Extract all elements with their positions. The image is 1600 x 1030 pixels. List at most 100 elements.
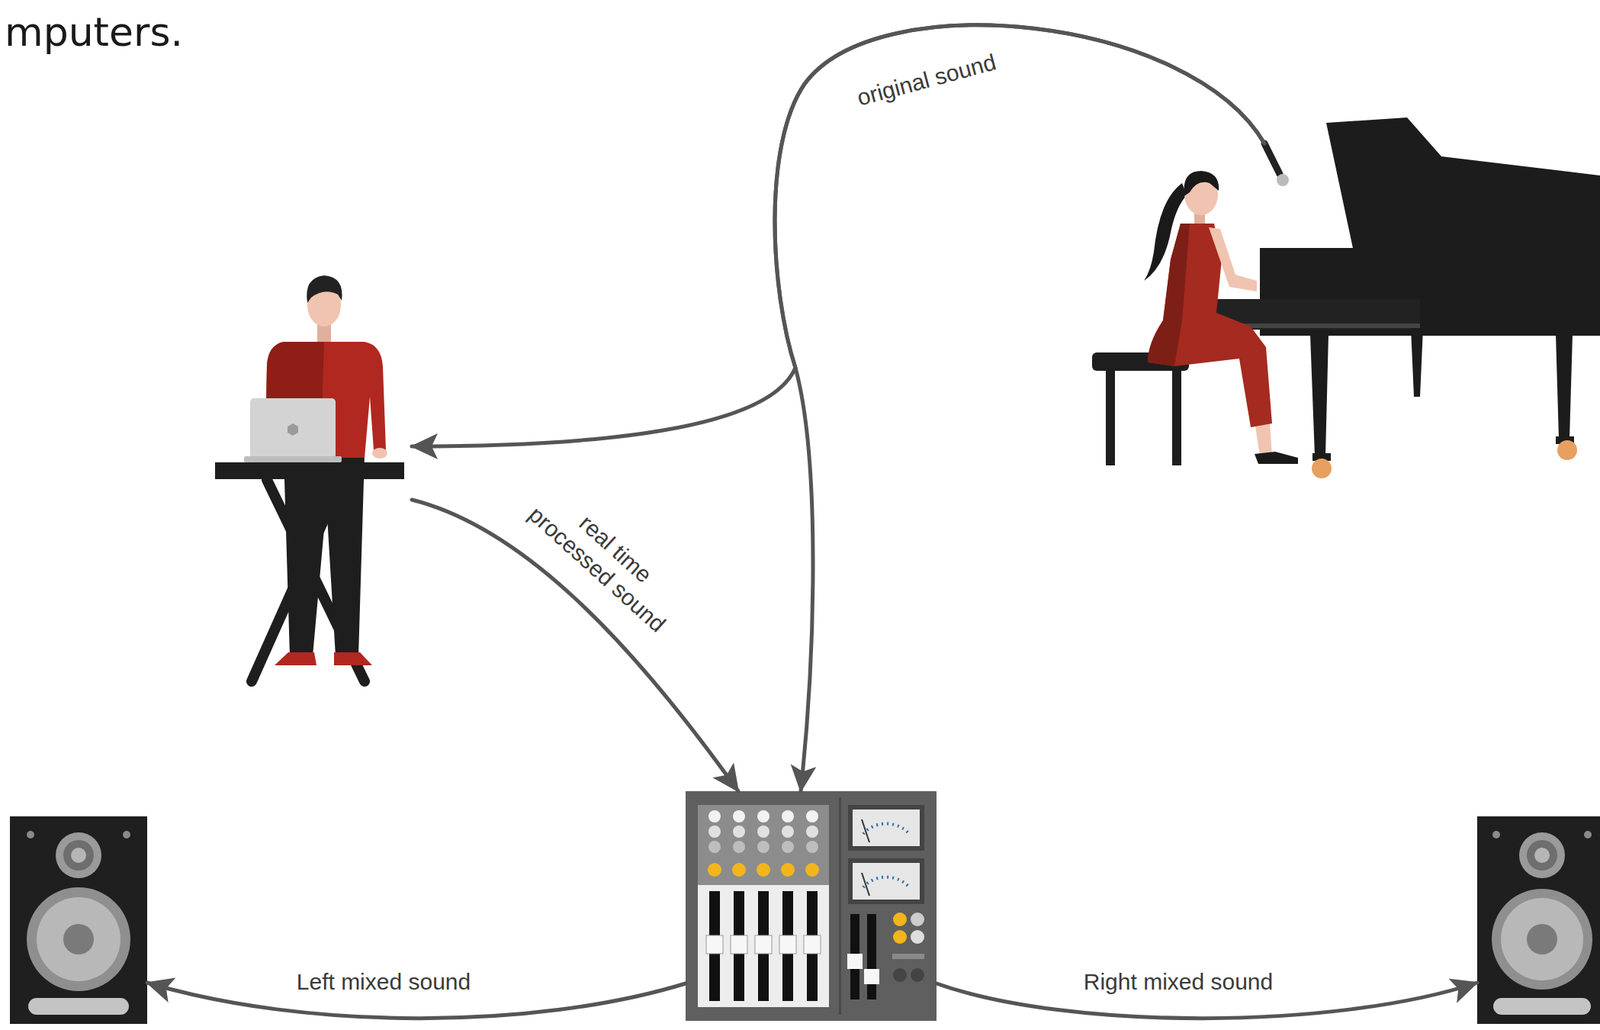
speaker-figure (9, 816, 148, 1024)
mixing-console-part-part (755, 934, 772, 954)
right-speaker-part (1477, 816, 1600, 1024)
mixing-console-part (861, 872, 870, 896)
right-speaker-part (1526, 839, 1558, 871)
right-speaker-part (1519, 832, 1565, 878)
mixing-console-part-part (706, 934, 723, 954)
left-speaker (9, 816, 148, 1024)
pianist-and-piano-part (1264, 143, 1280, 174)
mixing-console-part (707, 862, 820, 877)
right-speaker-part (1583, 830, 1592, 839)
mixing-console-part (910, 967, 925, 982)
laptop-performer-figure (205, 270, 412, 687)
laptop-performer-part (244, 456, 342, 463)
mixing-console-part-part (732, 825, 746, 838)
mixing-console-part (708, 840, 819, 853)
connector-label: real time processed sound (518, 475, 694, 642)
mixing-console-part-part (757, 825, 770, 838)
mixing-console-part (706, 934, 821, 954)
signal-connector (411, 25, 1265, 447)
mixing-console-part (893, 929, 907, 944)
mixing-console-part-part (757, 809, 770, 823)
mixing-console-part (863, 823, 910, 834)
mixing-console-part-part (730, 934, 748, 954)
pianist-and-piano-part (1147, 223, 1273, 428)
left-speaker-part (122, 830, 131, 839)
mixer-figure (685, 790, 937, 1021)
mixing-console-part-part (732, 809, 746, 823)
laptop-performer-part (274, 652, 317, 666)
mixing-console-part (852, 862, 920, 900)
speaker-figure (1477, 816, 1600, 1024)
right-speaker-part (1491, 888, 1593, 990)
mixing-console-part-part (732, 862, 746, 877)
mixing-console-part (697, 884, 829, 1007)
pianist-figure (1090, 114, 1600, 481)
mixing-console-part (847, 953, 863, 969)
mixing-console-part-part (708, 840, 721, 853)
mixing-console-part (848, 804, 925, 851)
mixing-console-part (910, 912, 925, 926)
mixing-console-part-part (708, 809, 721, 823)
left-speaker-part (55, 832, 102, 878)
mixing-console-part-part (781, 825, 794, 838)
mixing-console-part-part (805, 862, 820, 877)
left-speaker-part (70, 847, 87, 863)
left-speaker-part (63, 839, 94, 871)
signal-connector (774, 25, 1265, 791)
right-speaker-part (1534, 847, 1550, 863)
mixing-console-part (685, 790, 937, 1021)
pianist-and-piano-part (1105, 369, 1115, 466)
mixing-console-part (697, 804, 829, 1007)
mixing-console-part (709, 890, 818, 1001)
left-speaker-part (9, 816, 148, 1024)
laptop-performer-part (306, 275, 342, 303)
mixing-console (685, 790, 937, 1021)
mixing-console-part-part (803, 934, 821, 954)
mixing-console-part (848, 857, 925, 904)
mixing-console-part-part (757, 840, 770, 853)
connector-label: Right mixed sound (1083, 967, 1273, 996)
mixing-console-part (892, 953, 925, 959)
pianist-and-piano-part (1311, 458, 1332, 479)
pianist-and-piano-part (1147, 223, 1190, 367)
laptop-performer-part (250, 398, 336, 460)
laptop-performer-part (334, 652, 373, 666)
mixing-console-part-part (779, 934, 797, 954)
mixing-console-part (910, 929, 925, 944)
mixing-console-part (708, 809, 819, 823)
mixing-console-part (893, 967, 907, 982)
laptop-performer-part (372, 447, 388, 459)
pianist-and-piano-part (1208, 227, 1257, 292)
pianist-and-piano-part (1276, 173, 1289, 187)
pianist-and-piano-part (1326, 117, 1600, 252)
left-speaker-part (36, 896, 121, 981)
mixing-console-part (863, 877, 910, 887)
right-speaker-part (1500, 897, 1584, 980)
mixing-console-part-part (781, 840, 794, 853)
pianist-and-piano-part (1555, 334, 1573, 439)
left-speaker-part (26, 886, 131, 991)
mixing-console-part-part (806, 840, 819, 853)
right-speaker-part (1526, 923, 1558, 955)
pianist-and-piano-part (1410, 327, 1424, 397)
mixing-console-part (861, 819, 870, 842)
right-speaker (1477, 816, 1600, 1024)
connector-label: Left mixed sound (296, 967, 471, 996)
mixing-console-part-part (732, 840, 746, 853)
mixing-console-part-part (780, 862, 795, 877)
left-speaker-part (26, 830, 35, 839)
mixing-console-part (867, 913, 877, 1000)
pianist-and-piano-part (1310, 334, 1329, 457)
pianist-and-piano-part (1183, 170, 1219, 196)
pianist-and-piano (1092, 117, 1600, 479)
mixing-console-part (864, 968, 880, 984)
left-speaker-part (28, 997, 129, 1015)
mixing-console-part-part (708, 825, 721, 838)
laptop-performer-part (283, 454, 365, 656)
pianist-and-piano-part (1557, 440, 1578, 460)
right-speaker-part (1492, 830, 1501, 839)
pianist-and-piano-part (1254, 420, 1273, 457)
laptop-performer (215, 275, 405, 682)
